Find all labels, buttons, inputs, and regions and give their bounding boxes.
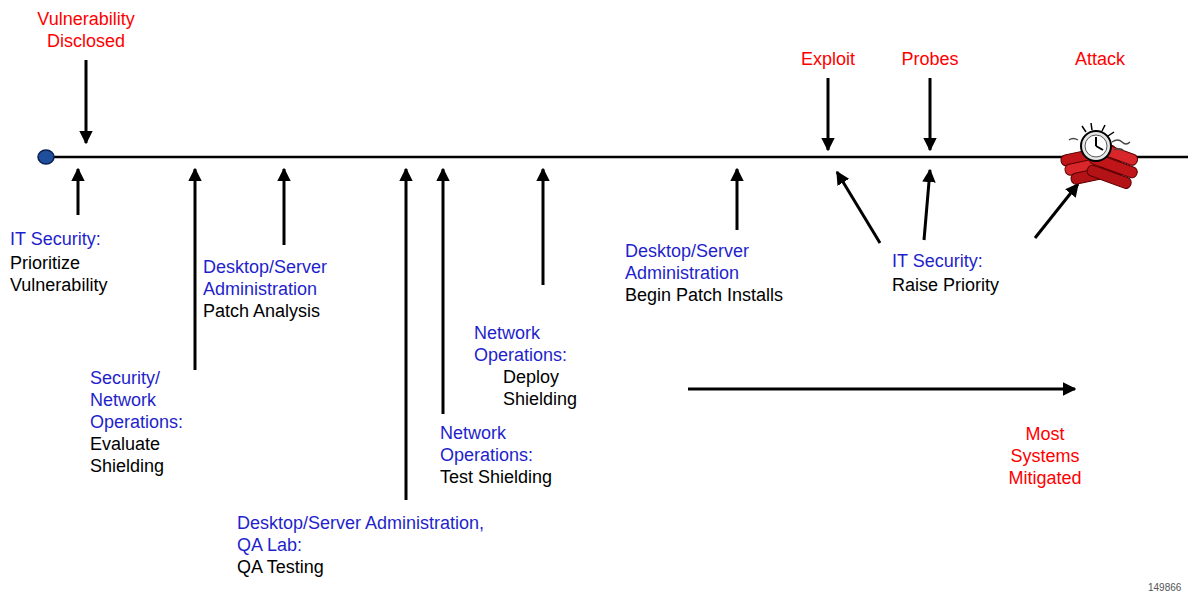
- role-label: Network Operations:: [440, 422, 545, 466]
- action-label: QA Testing: [237, 556, 397, 578]
- action-arrow: [405, 169, 408, 500]
- timeline-axis: [52, 156, 1188, 159]
- action-arrow: [77, 169, 80, 215]
- action-arrow: [283, 169, 286, 245]
- event-label: Probes: [890, 48, 970, 70]
- figure-number: 149866: [1148, 582, 1184, 594]
- priority-arrow: [837, 172, 880, 243]
- bomb-icon: [1060, 123, 1139, 190]
- event-label: Attack: [1060, 48, 1140, 70]
- role-label: Desktop/Server Administration, QA Lab:: [237, 512, 509, 556]
- role-label: Network Operations:: [474, 322, 579, 366]
- role-label: Desktop/Server Administration: [625, 240, 775, 284]
- outcome-label: Most Systems Mitigated: [995, 423, 1095, 489]
- mitigation-arrow: [688, 388, 1075, 391]
- action-label: Evaluate Shielding: [90, 433, 190, 477]
- event-arrow: [929, 78, 932, 150]
- event-label: Exploit: [790, 48, 866, 70]
- action-arrow: [442, 169, 445, 414]
- role-label: Security/ Network Operations:: [90, 367, 192, 433]
- role-label: IT Security:: [10, 228, 140, 250]
- action-label: Begin Patch Installs: [625, 284, 845, 306]
- action-label: Prioritize Vulnerability: [10, 252, 125, 296]
- priority-arrow: [1035, 184, 1078, 238]
- event-arrow: [827, 78, 830, 150]
- action-label: Deploy Shielding: [503, 366, 593, 410]
- priority-arrow: [924, 170, 930, 240]
- event-label: Vulnerability Disclosed: [26, 8, 146, 52]
- action-label: Raise Priority: [892, 274, 1042, 296]
- action-arrow: [542, 169, 545, 285]
- action-arrows: [78, 169, 1078, 500]
- action-label: Patch Analysis: [203, 300, 363, 322]
- start-dot: [38, 150, 54, 164]
- event-arrow: [85, 60, 88, 143]
- role-label: Desktop/Server Administration: [203, 256, 353, 300]
- role-label: IT Security:: [892, 250, 1022, 272]
- event-arrows: [86, 60, 930, 150]
- action-arrow: [194, 169, 197, 370]
- action-arrow: [736, 169, 739, 230]
- action-label: Test Shielding: [440, 466, 620, 488]
